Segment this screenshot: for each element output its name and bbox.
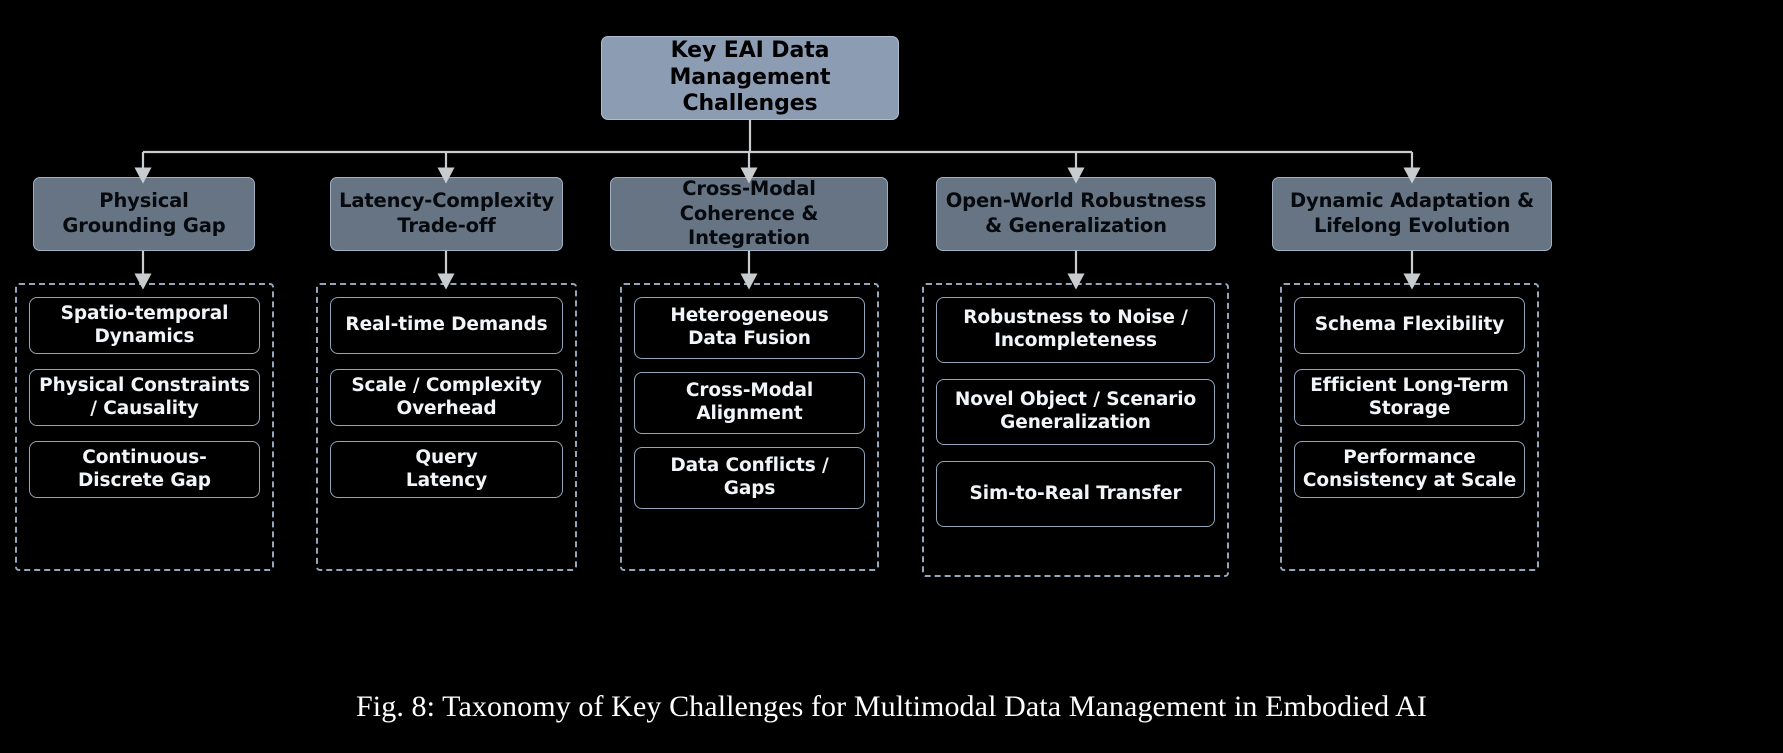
leaf-label: Data Conflicts / Gaps [670, 455, 829, 499]
leaf-node[interactable]: Query Latency [330, 441, 563, 498]
category-node-physical-grounding-gap[interactable]: Physical Grounding Gap [33, 177, 255, 251]
leaf-node[interactable]: Heterogeneous Data Fusion [634, 297, 865, 359]
leaf-node[interactable]: Data Conflicts / Gaps [634, 447, 865, 509]
leaf-label: Query Latency [405, 446, 488, 491]
category-label: Open-World Robustness & Generalization [945, 189, 1207, 237]
leaf-group-cross-modal-coherence-integration: Heterogeneous Data Fusion Cross-Modal Al… [620, 283, 879, 571]
category-node-cross-modal-coherence-integration[interactable]: Cross-Modal Coherence & Integration [610, 177, 888, 251]
column-dynamic-adaptation-lifelong-evolution: Dynamic Adaptation & Lifelong Evolution … [0, 0, 1783, 571]
category-node-dynamic-adaptation-lifelong-evolution[interactable]: Dynamic Adaptation & Lifelong Evolution [1272, 177, 1552, 251]
leaf-label: Sim-to-Real Transfer [969, 482, 1182, 504]
leaf-node[interactable]: Spatio-temporal Dynamics [29, 297, 260, 354]
category-label: Physical Grounding Gap [62, 189, 226, 237]
leaf-label: Performance Consistency at Scale [1302, 446, 1517, 491]
root-node-label: Key EAI Data Management Challenges [669, 37, 831, 117]
leaf-node[interactable]: Continuous- Discrete Gap [29, 441, 260, 498]
leaf-label: Scale / Complexity Overhead [351, 374, 542, 419]
leaf-node[interactable]: Novel Object / Scenario Generalization [936, 379, 1215, 445]
leaf-node[interactable]: Cross-Modal Alignment [634, 372, 865, 434]
leaf-label: Robustness to Noise / Incompleteness [963, 307, 1188, 351]
column-physical-grounding-gap: Physical Grounding Gap Spatio-temporal D… [0, 0, 1783, 571]
leaf-node[interactable]: Performance Consistency at Scale [1294, 441, 1525, 498]
leaf-label: Heterogeneous Data Fusion [670, 305, 829, 349]
leaf-label: Cross-Modal Alignment [685, 380, 814, 424]
leaf-node[interactable]: Efficient Long-Term Storage [1294, 369, 1525, 426]
leaf-node[interactable]: Real-time Demands [330, 297, 563, 354]
column-open-world-robustness-generalization: Open-World Robustness & Generalization R… [0, 0, 1783, 577]
leaf-label: Novel Object / Scenario Generalization [954, 389, 1197, 433]
leaf-label: Physical Constraints / Causality [39, 374, 250, 419]
leaf-label: Spatio-temporal Dynamics [60, 302, 229, 347]
category-label: Latency-Complexity Trade-off [339, 189, 554, 237]
leaf-node[interactable]: Robustness to Noise / Incompleteness [936, 297, 1215, 363]
leaf-group-open-world-robustness-generalization: Robustness to Noise / Incompleteness Nov… [922, 283, 1229, 577]
leaf-group-latency-complexity-trade-off: Real-time Demands Scale / Complexity Ove… [316, 283, 577, 571]
leaf-label: Schema Flexibility [1314, 314, 1505, 336]
leaf-node[interactable]: Sim-to-Real Transfer [936, 461, 1215, 527]
leaf-group-dynamic-adaptation-lifelong-evolution: Schema Flexibility Efficient Long-Term S… [1280, 283, 1539, 571]
category-node-latency-complexity-trade-off[interactable]: Latency-Complexity Trade-off [330, 177, 563, 251]
leaf-group-physical-grounding-gap: Spatio-temporal Dynamics Physical Constr… [15, 283, 274, 571]
category-label: Dynamic Adaptation & Lifelong Evolution [1289, 189, 1535, 237]
category-label: Cross-Modal Coherence & Integration [679, 177, 819, 250]
leaf-label: Efficient Long-Term Storage [1310, 374, 1509, 419]
leaf-label: Real-time Demands [345, 314, 548, 336]
leaf-node[interactable]: Schema Flexibility [1294, 297, 1525, 354]
category-node-open-world-robustness-generalization[interactable]: Open-World Robustness & Generalization [936, 177, 1216, 251]
leaf-node[interactable]: Scale / Complexity Overhead [330, 369, 563, 426]
column-latency-complexity-trade-off: Latency-Complexity Trade-off Real-time D… [0, 0, 1783, 571]
leaf-node[interactable]: Physical Constraints / Causality [29, 369, 260, 426]
root-node[interactable]: Key EAI Data Management Challenges [601, 36, 899, 120]
column-cross-modal-coherence-integration: Cross-Modal Coherence & Integration Hete… [0, 0, 1783, 571]
figure-caption: Fig. 8: Taxonomy of Key Challenges for M… [356, 690, 1427, 723]
leaf-label: Continuous- Discrete Gap [78, 446, 211, 491]
